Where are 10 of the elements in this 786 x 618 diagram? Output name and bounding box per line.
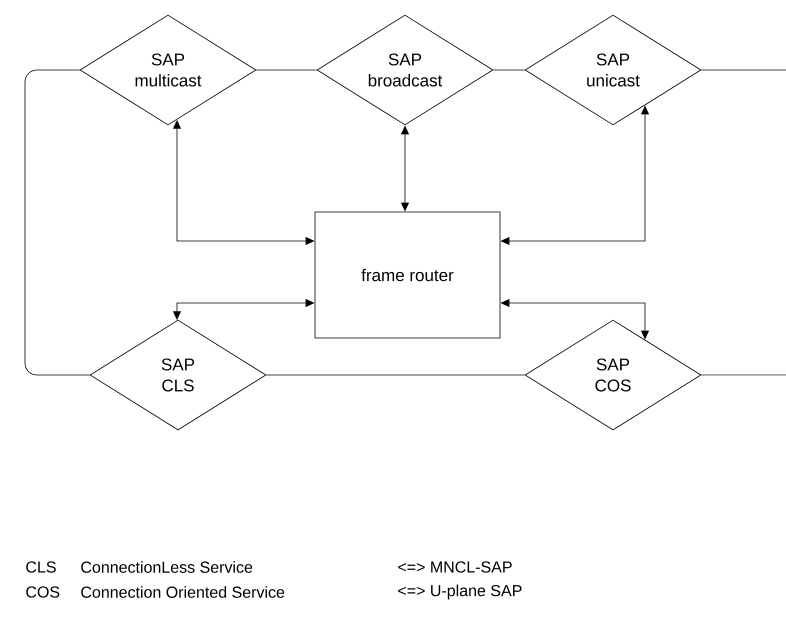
legend-text: Connection Oriented Service xyxy=(81,586,284,598)
connector-line xyxy=(701,374,786,376)
legend-text: COS xyxy=(26,586,60,598)
legend-text: <=> MNCL-SAP xyxy=(398,561,512,573)
connector-line xyxy=(24,70,90,376)
connector-line xyxy=(266,374,525,376)
process-box: frame router xyxy=(314,212,500,338)
legend-text: ConnectionLess Service xyxy=(81,561,252,573)
legend-text: CLS xyxy=(26,561,56,573)
legend-text: <=> U-plane SAP xyxy=(398,584,522,600)
